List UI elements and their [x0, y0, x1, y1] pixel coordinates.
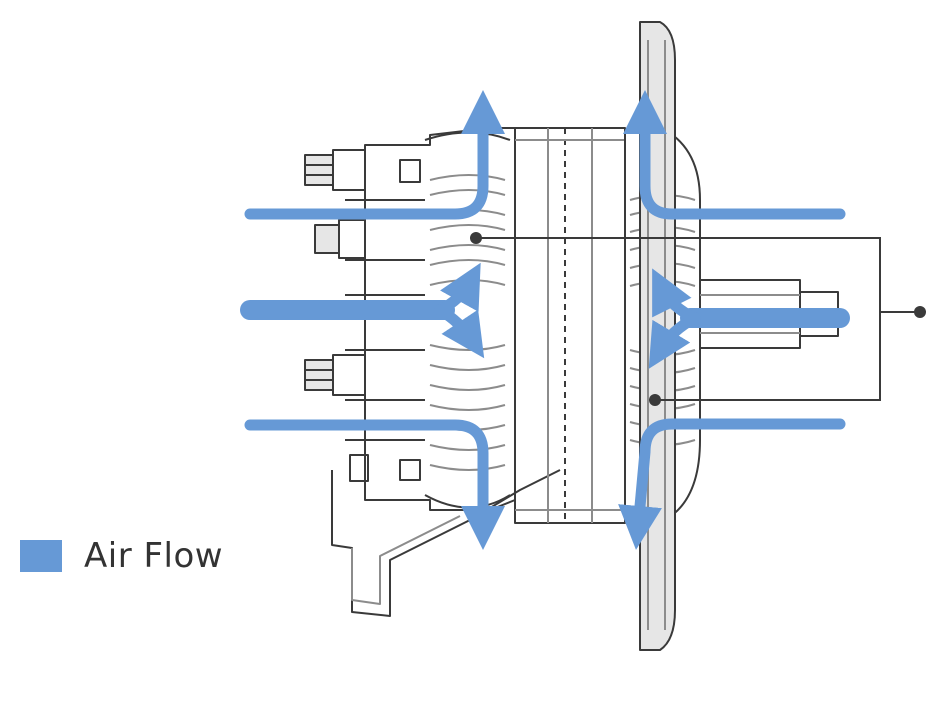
legend-swatch-airflow — [20, 540, 62, 572]
airflow-arrow-icon — [244, 419, 505, 550]
airflow-arrow-icon — [434, 304, 485, 359]
stator-section — [514, 127, 626, 524]
airflow-arrow-icon — [623, 90, 846, 220]
connector-dot-right-icon — [649, 394, 661, 406]
legend-label: Air Flow — [84, 536, 224, 576]
wiring-lines — [476, 237, 920, 401]
rear-bolt-top — [304, 149, 366, 191]
rear-cooling-fins — [429, 174, 506, 471]
connector-dot-terminal-icon — [914, 306, 926, 318]
airflow-arrow-icon — [244, 90, 505, 220]
mounting-foot-inner — [351, 515, 461, 605]
rear-bolt-middle — [304, 354, 366, 396]
airflow-arrows — [240, 90, 850, 550]
airflow-arrow-icon — [618, 418, 846, 550]
airflow-arrow-icon — [434, 262, 481, 316]
connector-dot-left-icon — [470, 232, 482, 244]
airflow-arrow-icon — [648, 312, 701, 369]
mounting-foot — [331, 469, 561, 617]
legend: Air Flow — [20, 536, 223, 576]
rear-bolt-upper — [314, 219, 366, 259]
alternator-cutaway-icon — [304, 21, 839, 651]
rear-bolt-lower — [349, 454, 421, 482]
